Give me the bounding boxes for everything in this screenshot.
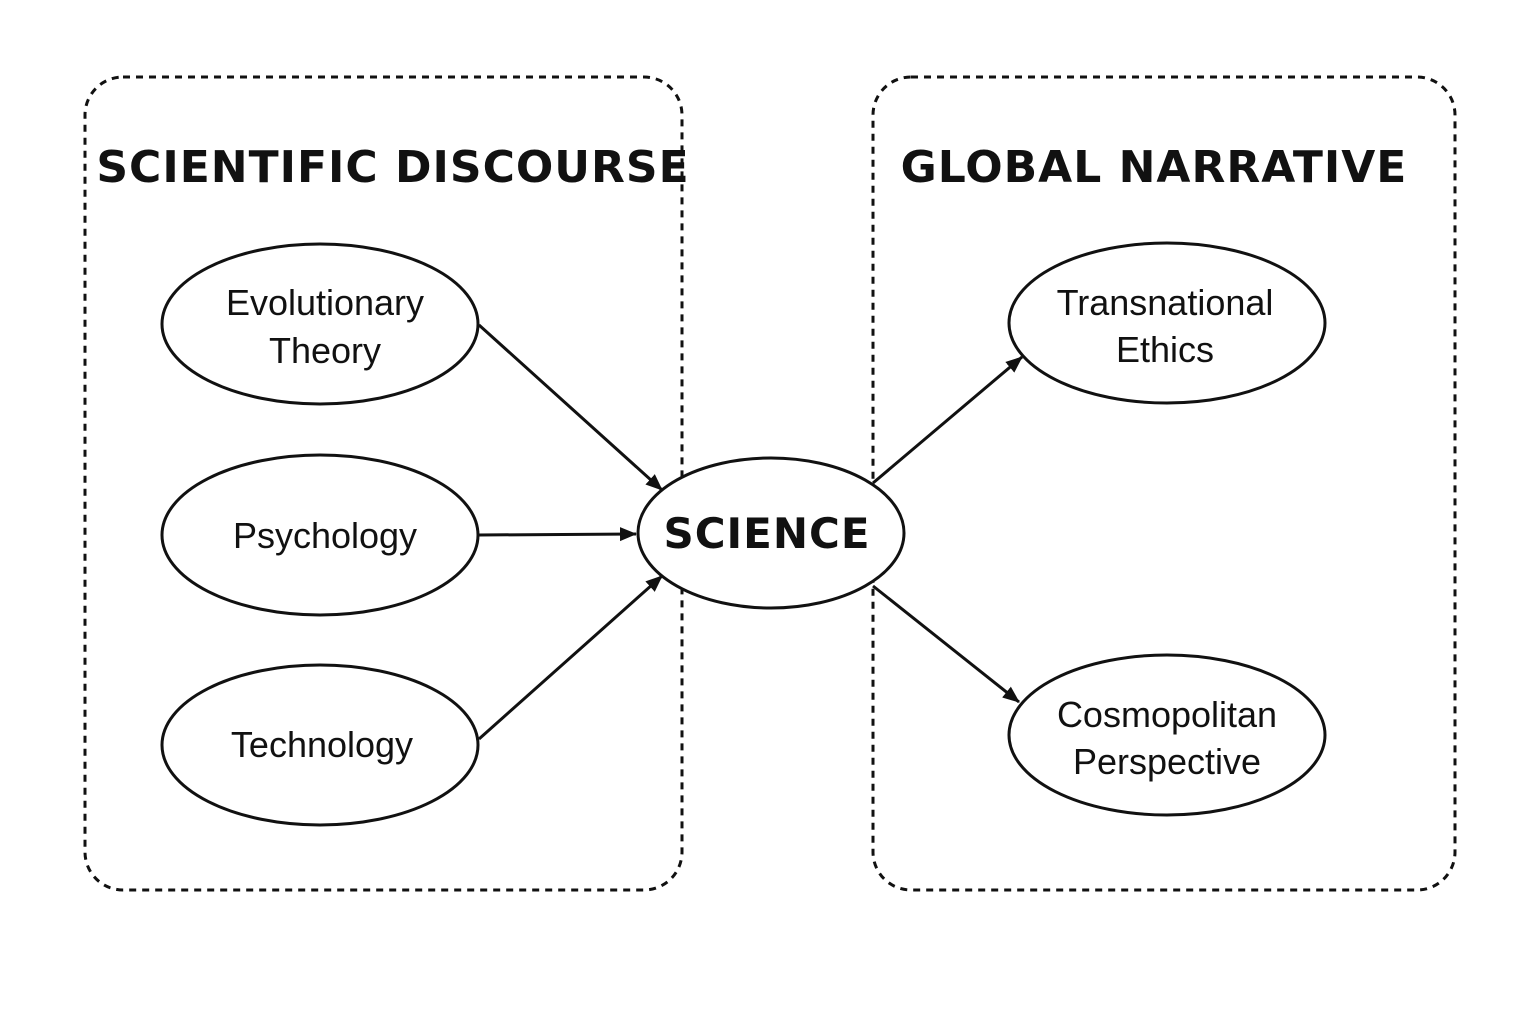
node-evolutionary-theory-line2: Theory xyxy=(269,330,381,371)
node-evolutionary-theory: Evolutionary Theory xyxy=(160,242,480,406)
node-psychology: Psychology xyxy=(160,453,480,617)
node-science-label: SCIENCE xyxy=(663,509,870,558)
node-cosmopolitan-perspective-line1: Cosmopolitan xyxy=(1057,694,1277,735)
global-narrative-title: GLOBAL NARRATIVE xyxy=(901,142,1408,193)
node-technology: Technology xyxy=(160,663,480,827)
edge-science-to-cosmopolitan xyxy=(872,584,1020,704)
node-transnational-ethics-line2: Ethics xyxy=(1116,329,1214,370)
node-cosmopolitan-perspective: Cosmopolitan Perspective xyxy=(1007,653,1327,817)
node-transnational-ethics: Transnational Ethics xyxy=(1007,241,1327,405)
edge-psychology-to-science xyxy=(478,527,637,542)
node-science: SCIENCE xyxy=(636,456,906,610)
scientific-discourse-title: SCIENTIFIC DISCOURSE xyxy=(96,142,689,193)
node-evolutionary-theory-line1: Evolutionary xyxy=(226,282,424,323)
node-technology-label: Technology xyxy=(231,724,413,765)
global-narrative-group xyxy=(871,75,1457,892)
node-psychology-label: Psychology xyxy=(233,515,417,556)
node-transnational-ethics-line1: Transnational xyxy=(1057,282,1274,323)
edge-science-to-transnational xyxy=(872,355,1023,485)
node-cosmopolitan-perspective-line2: Perspective xyxy=(1073,741,1261,782)
edge-technology-to-science xyxy=(478,574,663,741)
edge-evolutionary-to-science xyxy=(477,323,664,492)
